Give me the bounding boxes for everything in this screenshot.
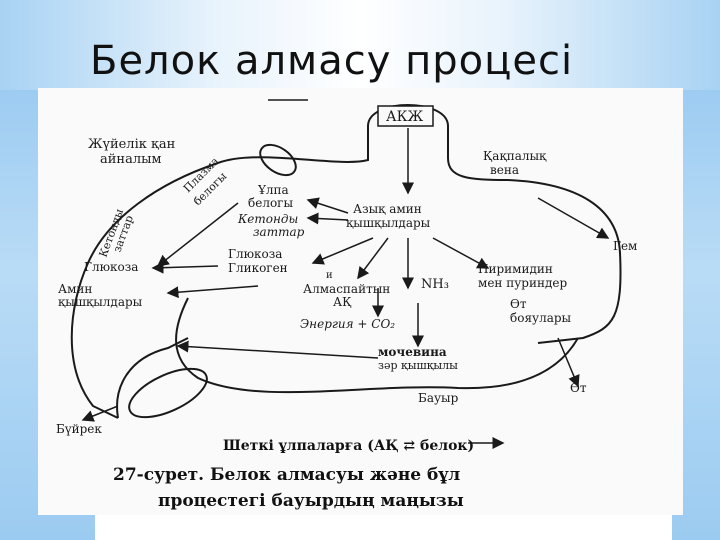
arrow-to-ulpa [306,197,349,214]
arrow-to-glukoza-left [156,202,239,267]
akzh-box [377,105,434,127]
pyrimidine-label-2: мен пуриндер [478,276,567,290]
amino-acids-label-2: қышқылдары [58,295,143,309]
arrow-to-glukoza [311,237,374,265]
amino-acids-label-1: Амин [58,282,92,296]
urea-label: мочевина [378,345,447,359]
slide-title: Белок алмасу процесі [90,38,574,84]
inner-loop [116,337,189,419]
ammonia-label: NH₃ [421,277,449,292]
tissue-protein-label-2: белогы [248,196,293,210]
arrow-to-ot [557,337,580,388]
arrow-mochevina-to-kidney [176,340,379,359]
glucose-left-label: Глюкоза [84,260,138,274]
kakpa-vena-label-2: вена [490,163,519,177]
heme-label: Гем [613,239,637,253]
and-label: и [326,270,333,281]
kakpa-vena-label-1: Қақпалық [483,149,547,163]
arrow-to-amin [166,285,259,299]
systemic-circulation-label-2: айналым [100,152,162,167]
kidney-label: Бүйрек [56,422,102,436]
glucose-label: Глюкоза [228,247,282,261]
bile-out-label: Өт [570,381,587,395]
food-amino-label-2: қышқылдары [346,216,431,230]
energy-label: Энергия + CO₂ [300,317,395,331]
arrow-to-keton [306,212,349,225]
food-amino-label-1: Азық амин [353,202,422,216]
arrow-to-gem [537,197,610,239]
tissue-protein-label-1: Ұлпа [257,183,289,197]
akzh-label: АКЖ [386,109,423,125]
scanned-diagram: АКЖ Қақпалық вена Жүйелік қан айналым Пл… [38,88,683,515]
plasma-vessel-shape [259,143,297,177]
protein-metabolism-diagram: АКЖ Қақпалық вена Жүйелік қан айналым Пл… [56,99,637,511]
glycogen-label: Гликоген [228,261,288,275]
uric-acid-label: зәр қышқылы [378,359,458,372]
caption-line-2: процестегі бауырдың маңызы [158,491,464,511]
caption-line-1: 27-сурет. Белок алмасуы және бұл [113,465,460,485]
kidney-shape [128,367,208,419]
background-top-band [0,0,720,90]
arrow-to-almas [357,237,389,280]
arrow-to-pirimidin [432,237,490,269]
peripheral-tissues-label: Шеткі ұлпаларға (АҚ ⇄ белок) [223,438,474,454]
bile-pigments-label-1: Өт [510,297,527,311]
arrow-glukoza-out [151,261,219,274]
nonessential-label-1: Алмаспайтын [303,282,390,296]
liver-label: Бауыр [418,391,459,405]
systemic-circulation-label-1: Жүйелік қан [88,137,175,152]
arrow-to-buirek [81,405,119,422]
liver-outline [70,126,369,419]
ketone-label-1: Кетонды [237,212,298,226]
pyrimidine-label-1: Пиримидин [478,262,553,276]
ketone-label-2: заттар [253,225,305,239]
nonessential-label-2: АҚ [333,295,352,309]
bile-pigments-label-2: бояулары [510,311,572,325]
